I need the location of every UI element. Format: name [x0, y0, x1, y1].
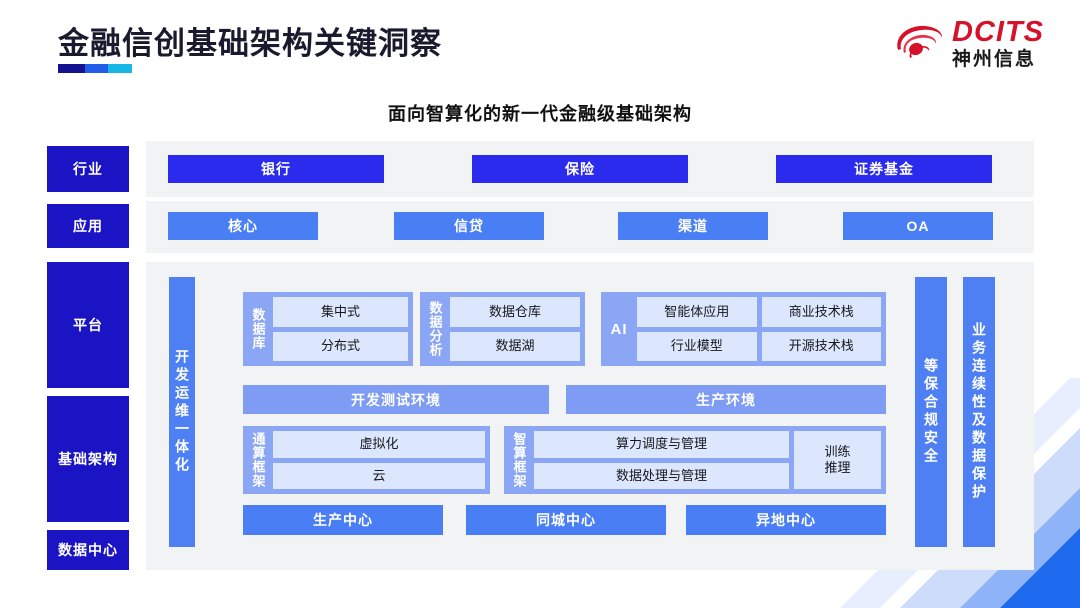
- page-header: 金融信创基础架构关键洞察 DCITS 神州信息: [0, 0, 1080, 90]
- industry-chip-bank[interactable]: 银行: [168, 155, 384, 183]
- layer-tag-application: 应用: [47, 204, 129, 248]
- dcits-swirl-icon: [892, 20, 944, 68]
- datacenter-chip-production[interactable]: 生产中心: [243, 505, 443, 535]
- infrastructure-group-intelligent-compute: 智算框架 算力调度与管理 数据处理与管理 训练 推理: [504, 426, 886, 494]
- application-chip-oa[interactable]: OA: [843, 212, 993, 240]
- group-label-intelligent-compute: 智算框架: [511, 432, 527, 488]
- industry-chip-insurance[interactable]: 保险: [472, 155, 688, 183]
- group-label-general-compute: 通算框架: [250, 432, 266, 488]
- brand-logo: DCITS 神州信息: [892, 18, 1044, 69]
- business-continuity-column: 业务连续性及数据保护: [963, 277, 995, 547]
- training-label: 训练: [824, 443, 851, 459]
- environment-chip-dev-test[interactable]: 开发测试环境: [243, 385, 549, 414]
- analytics-item-data-warehouse[interactable]: 数据仓库: [450, 297, 580, 327]
- layer-tag-platform: 平台: [47, 262, 129, 388]
- datacenter-chip-same-city[interactable]: 同城中心: [466, 505, 666, 535]
- page-title: 金融信创基础架构关键洞察: [58, 26, 442, 61]
- devops-integration-column: 开发运维一体化: [169, 277, 195, 547]
- logo-text-cn: 神州信息: [952, 49, 1037, 70]
- ai-item-opensource-stack[interactable]: 开源技术栈: [761, 331, 881, 361]
- ai-item-commercial-stack[interactable]: 商业技术栈: [761, 297, 881, 327]
- general-compute-item-cloud[interactable]: 云: [273, 462, 485, 489]
- layer-tag-infrastructure: 基础架构: [47, 396, 129, 522]
- database-item-centralized[interactable]: 集中式: [273, 297, 408, 327]
- application-chip-channel[interactable]: 渠道: [618, 212, 768, 240]
- layer-tag-industry: 行业: [47, 146, 129, 192]
- diagram-subtitle: 面向智算化的新一代金融级基础架构: [388, 104, 692, 124]
- platform-group-analytics: 数据分析 数据仓库 数据湖: [420, 292, 585, 366]
- general-compute-item-virtualization[interactable]: 虚拟化: [273, 431, 485, 458]
- environment-chip-production[interactable]: 生产环境: [566, 385, 886, 414]
- platform-group-database: 数据库 集中式 分布式: [243, 292, 413, 366]
- ai-item-agent-application[interactable]: 智能体应用: [637, 297, 757, 327]
- infrastructure-group-general-compute: 通算框架 虚拟化 云: [243, 426, 490, 494]
- application-chip-core[interactable]: 核心: [168, 212, 318, 240]
- group-label-ai: AI: [610, 320, 628, 338]
- analytics-item-data-lake[interactable]: 数据湖: [450, 331, 580, 361]
- inference-label: 推理: [824, 460, 851, 475]
- logo-text-en: DCITS: [952, 16, 1044, 48]
- platform-group-ai: AI 智能体应用 商业技术栈 行业模型 开源技术栈: [601, 292, 886, 366]
- ai-item-industry-model[interactable]: 行业模型: [637, 331, 757, 361]
- group-label-analytics: 数据分析: [427, 301, 443, 357]
- compliance-security-column: 等保合规安全: [915, 277, 947, 547]
- intelligent-compute-item-data-processing[interactable]: 数据处理与管理: [534, 462, 789, 489]
- title-underline-accent: [58, 64, 132, 73]
- layer-tag-datacenter: 数据中心: [47, 530, 129, 570]
- datacenter-chip-remote[interactable]: 异地中心: [686, 505, 886, 535]
- database-item-distributed[interactable]: 分布式: [273, 331, 408, 361]
- group-label-database: 数据库: [250, 308, 266, 350]
- industry-chip-securities-fund[interactable]: 证券基金: [776, 155, 992, 183]
- application-chip-credit[interactable]: 信贷: [394, 212, 544, 240]
- training-inference-box[interactable]: 训练 推理: [794, 431, 881, 489]
- intelligent-compute-item-scheduling[interactable]: 算力调度与管理: [534, 431, 789, 458]
